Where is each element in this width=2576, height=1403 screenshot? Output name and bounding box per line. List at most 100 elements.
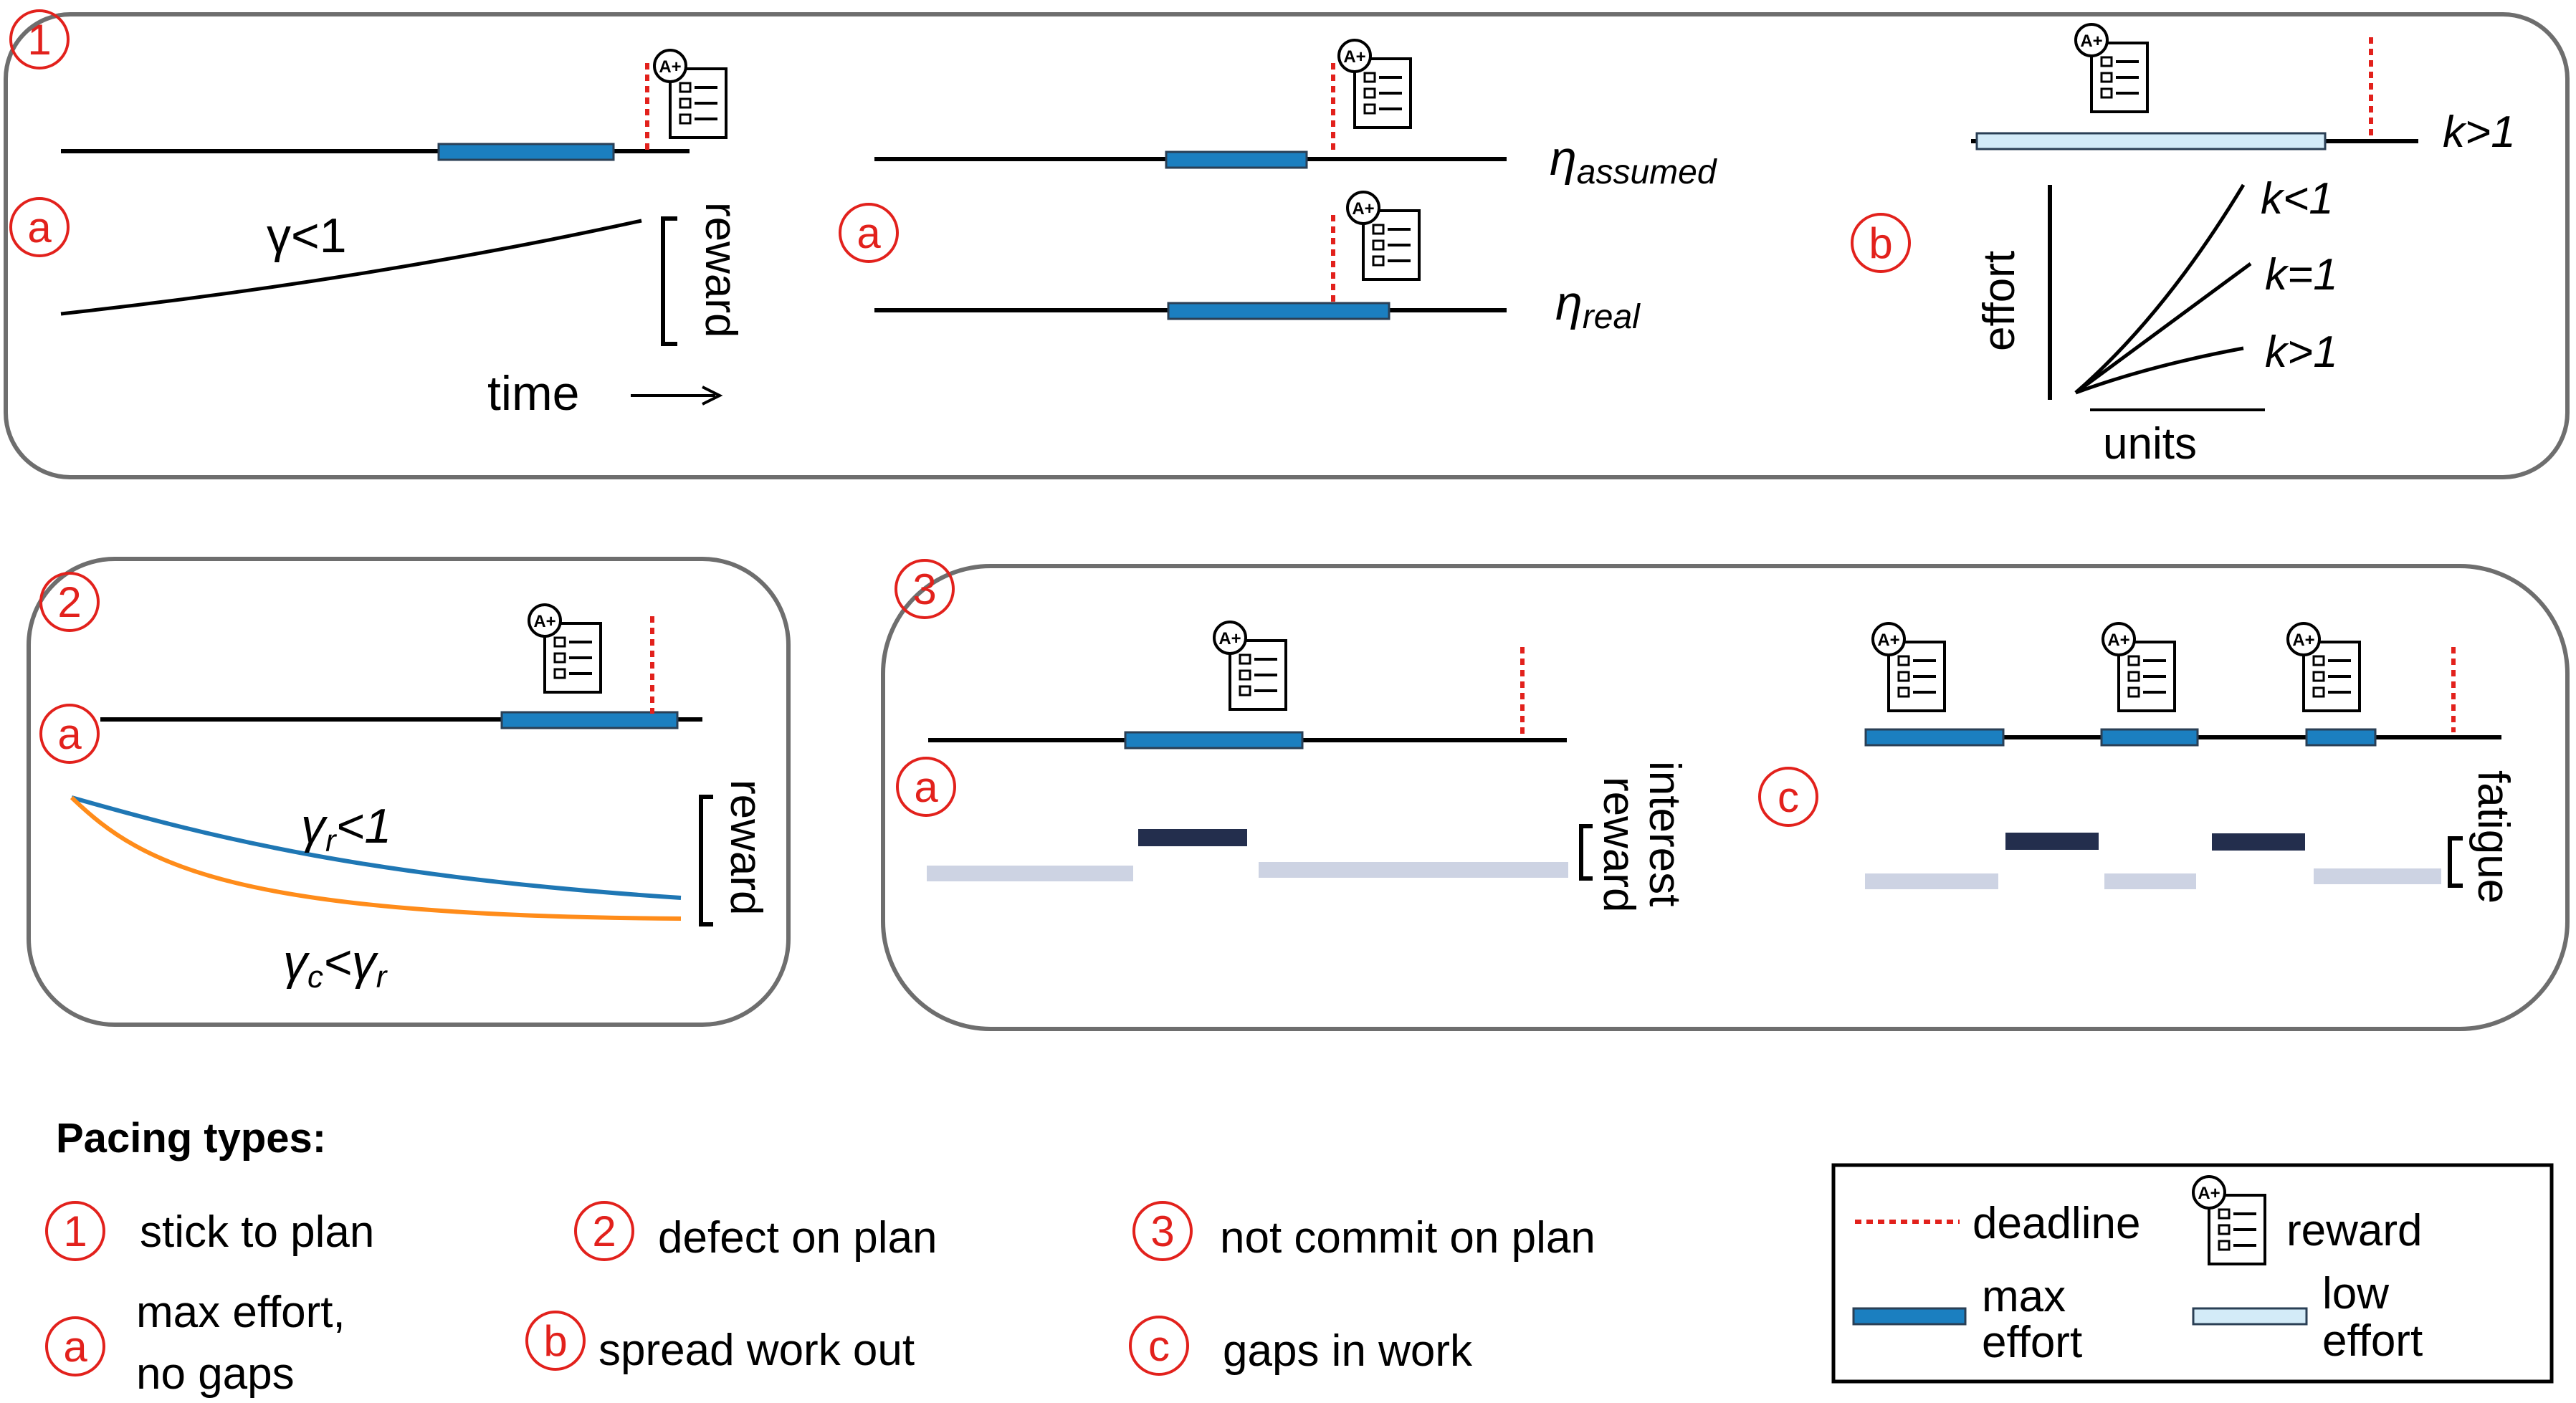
pacing-item-1: 1 stick to plan	[45, 1201, 374, 1261]
pacing-item-text: spread work out	[598, 1326, 915, 1375]
letter-a-badge: a	[896, 757, 956, 817]
pacing-item-text: stick to plan	[140, 1207, 374, 1257]
gamma-c-label: γc<γr	[283, 935, 388, 995]
max-effort-bar	[1167, 302, 1390, 320]
reward-icon	[2286, 622, 2361, 712]
fatigue-level-high	[2212, 833, 2305, 851]
panel-3-number: 3	[912, 565, 936, 613]
fatigue-bracket	[2448, 836, 2463, 888]
gamma-label: γ<1	[267, 209, 347, 263]
interest-level-low	[927, 866, 1133, 881]
svg-text:a: a	[914, 763, 938, 811]
reward-curve-gamma-c	[70, 795, 682, 921]
pacing-item-text: gaps in work	[1223, 1326, 1473, 1376]
legend-max-label: max	[1982, 1272, 2066, 1321]
pacing-item-text: defect on plan	[658, 1213, 938, 1263]
legend-box	[1831, 1163, 2554, 1384]
panel-2-border	[27, 557, 791, 1027]
svg-text:3: 3	[1150, 1207, 1174, 1255]
eta-real-label: ηreal	[1555, 276, 1641, 336]
panel-2-number: 2	[57, 578, 81, 626]
panel-1-number-badge: 1	[9, 9, 70, 70]
curve-k-equal-1	[2074, 262, 2252, 395]
legend: deadline reward max effort low effort	[1831, 1163, 2554, 1384]
panel-1-border	[4, 12, 2570, 479]
eta-assumed-label: ηassumed	[1550, 131, 1717, 191]
fatigue-level-low	[1865, 873, 1998, 889]
max-effort-bar	[500, 711, 679, 729]
reward-icon	[653, 49, 728, 139]
legend-low-effort-swatch	[2192, 1307, 2308, 1326]
pacing-item-a: a max effort, no gaps	[45, 1288, 345, 1399]
svg-text:b: b	[543, 1317, 567, 1365]
max-effort-bar	[2305, 728, 2377, 747]
panel-3: 3 a interest reward	[881, 559, 2570, 1031]
svg-text:c: c	[1148, 1322, 1170, 1370]
svg-text:a: a	[27, 203, 52, 252]
k-greater-label: k>1	[2443, 107, 2516, 157]
time-axis-label: time	[487, 366, 579, 421]
pacing-item-2: 2 defect on plan	[574, 1201, 938, 1263]
reward-icon	[1346, 191, 1421, 281]
panel-1-number: 1	[27, 16, 51, 64]
units-axis-label: units	[2103, 419, 2197, 469]
reward-axis-label: reward	[721, 780, 771, 916]
max-effort-bar	[1864, 728, 2005, 747]
svg-text:a: a	[63, 1323, 87, 1371]
gamma-r-label: γr<1	[301, 799, 391, 858]
svg-text:2: 2	[592, 1207, 616, 1255]
pacing-item-text-2: no gaps	[136, 1349, 295, 1399]
pacing-item-text: not commit on plan	[1220, 1213, 1595, 1263]
pacing-types: Pacing types: 1 stick to plan 2 defect o…	[45, 1115, 1595, 1399]
reward-icon	[1871, 622, 1946, 712]
panel-3-number-badge: 3	[895, 559, 955, 619]
legend-reward-label: reward	[2286, 1206, 2423, 1255]
svg-text:1: 1	[63, 1207, 87, 1255]
fatigue-label: fatigue	[2468, 770, 2518, 904]
max-effort-bar	[437, 143, 615, 161]
svg-text:b: b	[1869, 219, 1892, 267]
curve-label: k<1	[2261, 174, 2334, 224]
reward-discount-curve	[60, 219, 642, 316]
interest-level-low	[1259, 862, 1568, 878]
reward-curve-gamma-r	[71, 795, 682, 900]
reward-icon	[528, 603, 602, 694]
panel-2-number-badge: 2	[39, 572, 100, 632]
panel-1-left: a γ<1 reward time	[9, 49, 745, 421]
reward-icon	[1337, 39, 1412, 129]
reward-bracket	[661, 216, 677, 346]
letter-a-badge: a	[39, 704, 100, 764]
legend-reward-icon	[2192, 1175, 2266, 1265]
reward-label: reward	[1594, 777, 1644, 913]
fatigue-level-low	[2104, 873, 2196, 889]
max-effort-bar	[2100, 728, 2199, 747]
interest-label: interest	[1640, 761, 1689, 906]
svg-text:c: c	[1778, 773, 1799, 821]
letter-a-badge: a	[9, 197, 70, 257]
pacing-item-c: c gaps in work	[1129, 1316, 1473, 1376]
curve-k-less-1	[2074, 183, 2246, 394]
panel-1-right: k>1 b effort units k<1 k=1 k>1	[1851, 23, 2516, 469]
panel-3-right: c fatigue	[1758, 622, 2518, 904]
effort-axis-label: effort	[1975, 251, 2024, 351]
pacing-item-3: 3 not commit on plan	[1132, 1201, 1595, 1263]
panel-3-left: a interest reward	[896, 621, 1689, 913]
fatigue-level-high	[2005, 833, 2099, 850]
pacing-item-b: b spread work out	[525, 1311, 915, 1375]
reward-axis-label: reward	[696, 202, 745, 338]
letter-b-badge: b	[1851, 213, 1911, 273]
curve-label: k>1	[2265, 327, 2338, 377]
svg-text:a: a	[57, 710, 82, 758]
letter-a-badge: a	[839, 203, 899, 263]
fatigue-level-low	[2314, 868, 2441, 884]
legend-low-label-2: effort	[2322, 1316, 2423, 1366]
interest-level-high	[1138, 829, 1247, 846]
legend-max-effort-swatch	[1852, 1307, 1967, 1326]
reward-icon	[2102, 622, 2176, 712]
legend-max-label-2: effort	[1982, 1318, 2082, 1367]
reward-icon	[2074, 23, 2149, 113]
svg-text:a: a	[857, 209, 881, 257]
legend-low-label: low	[2322, 1269, 2389, 1318]
panel-3-border	[881, 564, 2570, 1031]
